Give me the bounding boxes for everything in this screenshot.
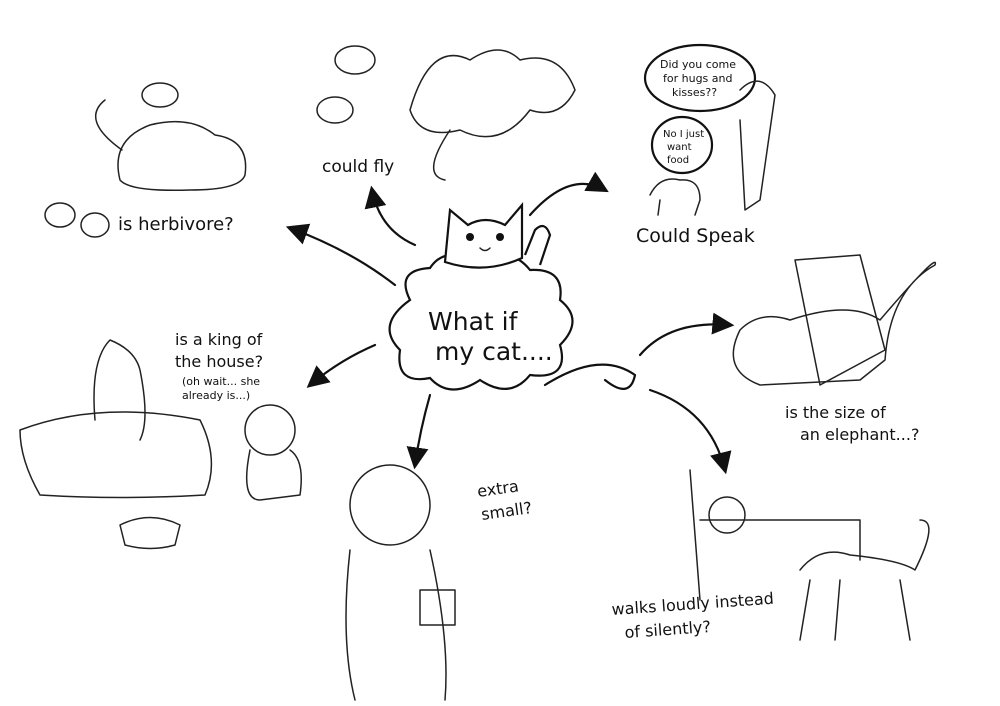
small-cat-doodle [649, 178, 701, 216]
arrows [285, 171, 735, 475]
king-cat-doodle [93, 339, 146, 441]
branch-fly: could fly [316, 45, 576, 181]
branch-elephant: is the size of an elephant...? [732, 254, 937, 444]
branch-herbivore: is herbivore? [44, 82, 247, 238]
sleeping-human-doodle [708, 496, 746, 534]
king-aside-line: (oh wait... she [182, 375, 260, 388]
small-line: extra [476, 476, 520, 501]
cat-eye [466, 233, 474, 241]
branch-small: extra small? [345, 464, 533, 701]
cat-head [443, 202, 524, 269]
bed-doodle [689, 469, 861, 601]
king-line: the house? [175, 352, 263, 371]
bed-doodle [794, 254, 886, 386]
bird-doodle [334, 45, 376, 75]
cat-paw-wave [523, 224, 552, 266]
king-line: is a king of [175, 330, 263, 349]
food-bowl-doodle [119, 516, 181, 550]
cat-mouth [479, 247, 491, 252]
bag-doodle [419, 589, 456, 626]
lying-cat-doodle [117, 120, 247, 192]
bubble-cat-line: No I just [663, 129, 704, 140]
arrow-elephant [638, 312, 735, 357]
branch-loud: walks loudly instead of silently? [611, 469, 930, 642]
herbivore-label: is herbivore? [118, 214, 234, 235]
center-title-line1: What if [428, 307, 519, 336]
cat-eye [496, 233, 504, 241]
cat-tail [543, 363, 637, 390]
arrow-speak [528, 171, 609, 217]
human-doodle [739, 80, 776, 211]
arrow-small [406, 393, 432, 470]
arrow-king [306, 343, 377, 388]
bubble-cat-line: want [667, 142, 692, 153]
cat-tail [95, 99, 123, 151]
speech-bubble-human [643, 43, 757, 113]
bubble-human-line: Did you come [660, 58, 736, 71]
king-aside-line: already is...) [182, 389, 250, 402]
arrow-loud [648, 388, 732, 475]
bird-doodle [141, 82, 179, 108]
elephant-line: is the size of [785, 403, 886, 422]
small-line: small? [480, 498, 533, 524]
branch-speak: Did you come for hugs and kisses?? No I … [636, 43, 776, 247]
center-title-line2: my cat.... [435, 337, 553, 366]
bubble-human-line: for hugs and [663, 72, 732, 85]
bubble-human-line: kisses?? [672, 86, 717, 99]
flying-cat-doodle [409, 49, 576, 138]
flying-cat-tail [432, 129, 451, 181]
elephant-line: an elephant...? [800, 425, 919, 444]
bubble-cat-line: food [667, 155, 689, 166]
bird-doodle [80, 212, 110, 238]
human-head-doodle [244, 404, 296, 456]
speech-bubble-cat [650, 115, 714, 175]
giant-cat-doodle [732, 261, 937, 386]
walking-cat-doodle [799, 519, 930, 641]
speak-label: Could Speak [636, 225, 755, 247]
branch-king: is a king of the house? (oh wait... she … [19, 330, 302, 550]
fly-label: could fly [322, 157, 394, 177]
loud-line: walks loudly instead [611, 589, 774, 619]
center-node: What if my cat.... [388, 202, 637, 391]
loud-line: of silently? [624, 617, 712, 642]
arrow-herbivore [285, 223, 397, 287]
arrow-fly [364, 185, 417, 247]
human-head-doodle [349, 464, 431, 546]
bird-doodle [316, 96, 354, 124]
bird-doodle [44, 202, 76, 228]
pillow-doodle [19, 411, 213, 499]
kneeling-human-doodle [245, 449, 302, 501]
human-body-doodle [345, 549, 447, 701]
